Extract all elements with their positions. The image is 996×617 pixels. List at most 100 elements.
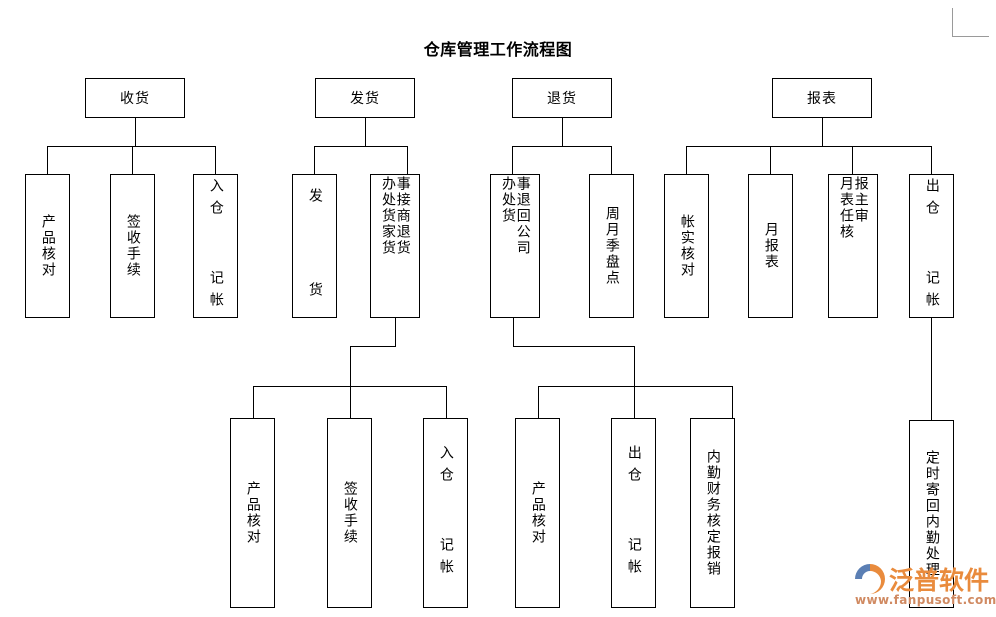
edge-reports-drop-2 bbox=[770, 146, 771, 174]
edge-receiving-drop-1 bbox=[47, 146, 48, 174]
vertical-text: 月报表 bbox=[749, 175, 792, 317]
node-finance-approval-reimbursement[interactable]: 内勤财务核定报销 bbox=[690, 418, 735, 608]
node-periodic-stocktake[interactable]: 周月季盘点 bbox=[589, 174, 634, 318]
node-handle-merchant-return[interactable]: 事接商退货 办处货家货 bbox=[370, 174, 420, 318]
node-receiving-label: 收货 bbox=[120, 91, 150, 107]
edge-merchant-return-drop-1 bbox=[253, 386, 254, 418]
vertical-text: 事接商退货 办处货家货 bbox=[371, 174, 419, 318]
edge-receiving-drop-2 bbox=[132, 146, 133, 174]
edge-receiving-drop-3 bbox=[215, 146, 216, 174]
node-storein-receiving-label: 入仓 记帐 bbox=[207, 178, 224, 314]
edge-reports-bar bbox=[686, 146, 931, 147]
vertical-text: 签收手续 bbox=[111, 175, 154, 317]
node-account-reconcile-label: 帐实核对 bbox=[678, 214, 695, 278]
watermark-url: www.fanpusoft.com bbox=[855, 593, 996, 607]
node-monthly-report[interactable]: 月报表 bbox=[748, 174, 793, 318]
edge-return-company-stem bbox=[513, 318, 514, 346]
watermark-logo: 泛普软件 www.fanpusoft.com bbox=[853, 560, 996, 612]
vertical-text: 内勤财务核定报销 bbox=[691, 419, 734, 607]
edge-shipping-stem bbox=[365, 118, 366, 146]
fanpu-logo-icon bbox=[855, 564, 885, 594]
node-product-check-return-company[interactable]: 产品核对 bbox=[515, 418, 560, 608]
vertical-text: 报主审 月表任核 bbox=[829, 174, 877, 318]
edge-reports-stem bbox=[822, 118, 823, 146]
node-reports-label: 报表 bbox=[807, 91, 837, 107]
edge-returns-drop-1 bbox=[512, 146, 513, 174]
node-storein-merchant-return[interactable]: 入仓 记帐 bbox=[423, 418, 468, 608]
node-finance-approval-reimbursement-label: 内勤财务核定报销 bbox=[704, 449, 721, 577]
vertical-text: 事退回公司 办处货 bbox=[491, 174, 539, 318]
vertical-text: 发 货 bbox=[293, 175, 336, 317]
node-product-check-return-company-label: 产品核对 bbox=[529, 481, 546, 545]
edge-receiving-stem bbox=[135, 118, 136, 146]
node-mail-back-to-office-label: 定时寄回内勤处理 bbox=[923, 450, 940, 578]
node-director-review[interactable]: 报主审 月表任核 bbox=[828, 174, 878, 318]
node-ship-out[interactable]: 发 货 bbox=[292, 174, 337, 318]
node-returns[interactable]: 退货 bbox=[512, 78, 612, 118]
node-handle-return-to-company-label-left: 办处货 bbox=[500, 176, 516, 224]
node-storeout-return-company[interactable]: 出仓 记帐 bbox=[611, 418, 656, 608]
edge-reports-drop-3 bbox=[852, 146, 853, 174]
node-signoff-receiving-label: 签收手续 bbox=[124, 214, 141, 278]
node-signoff-merchant-return[interactable]: 签收手续 bbox=[327, 418, 372, 608]
edge-reports-drop-4 bbox=[931, 146, 932, 174]
edge-returns-bar bbox=[512, 146, 612, 147]
edge-merchant-return-drop bbox=[350, 346, 351, 386]
edge-reports-drop-1 bbox=[686, 146, 687, 174]
vertical-text: 签收手续 bbox=[328, 419, 371, 607]
node-signoff-merchant-return-label: 签收手续 bbox=[341, 481, 358, 545]
node-handle-return-to-company[interactable]: 事退回公司 办处货 bbox=[490, 174, 540, 318]
node-storeout-reports-label: 出仓 记帐 bbox=[923, 178, 940, 314]
edge-return-company-drop-3 bbox=[732, 386, 733, 418]
edge-return-company-drop-2 bbox=[634, 386, 635, 418]
edge-merchant-return-drop-3 bbox=[446, 386, 447, 418]
watermark-brand: 泛普软件 bbox=[889, 566, 990, 595]
edge-receiving-bar bbox=[47, 146, 215, 147]
node-monthly-report-label: 月报表 bbox=[762, 222, 779, 270]
vertical-text: 帐实核对 bbox=[665, 175, 708, 317]
edge-shipping-drop-1 bbox=[314, 146, 315, 174]
edge-shipping-bar bbox=[314, 146, 408, 147]
edge-return-company-jog bbox=[513, 346, 635, 347]
vertical-text: 入仓 记帐 bbox=[194, 175, 237, 317]
node-receiving[interactable]: 收货 bbox=[85, 78, 185, 118]
vertical-text: 入仓 记帐 bbox=[424, 419, 467, 607]
edge-return-company-bar bbox=[538, 386, 733, 387]
node-handle-merchant-return-label-right: 事接商退货 bbox=[394, 176, 411, 256]
node-product-check-merchant-return[interactable]: 产品核对 bbox=[230, 418, 275, 608]
edge-merchant-return-jog bbox=[350, 346, 396, 347]
node-director-review-label-left: 月表任核 bbox=[838, 176, 854, 240]
node-director-review-label-right: 报主审 bbox=[852, 176, 869, 224]
node-storeout-reports[interactable]: 出仓 记帐 bbox=[909, 174, 954, 318]
node-account-reconcile[interactable]: 帐实核对 bbox=[664, 174, 709, 318]
vertical-text: 产品核对 bbox=[231, 419, 274, 607]
node-mail-back-to-office[interactable]: 定时寄回内勤处理 bbox=[909, 420, 954, 608]
vertical-text: 定时寄回内勤处理 bbox=[910, 421, 953, 607]
node-shipping-label: 发货 bbox=[350, 91, 380, 107]
edge-merchant-return-stem bbox=[395, 318, 396, 346]
vertical-text: 产品核对 bbox=[516, 419, 559, 607]
edge-shipping-drop-2 bbox=[407, 146, 408, 174]
edge-return-company-drop-1 bbox=[538, 386, 539, 418]
edge-merchant-return-drop-2 bbox=[350, 386, 351, 418]
vertical-text: 出仓 记帐 bbox=[612, 419, 655, 607]
vertical-text: 产品核对 bbox=[26, 175, 69, 317]
edge-returns-stem bbox=[562, 118, 563, 146]
node-storein-merchant-return-label: 入仓 记帐 bbox=[437, 445, 454, 581]
edge-returns-drop-2 bbox=[611, 146, 612, 174]
crop-mark bbox=[952, 8, 989, 37]
node-handle-merchant-return-label-left: 办处货家货 bbox=[380, 176, 396, 256]
node-storein-receiving[interactable]: 入仓 记帐 bbox=[193, 174, 238, 318]
node-storeout-return-company-label: 出仓 记帐 bbox=[625, 445, 642, 581]
node-shipping[interactable]: 发货 bbox=[315, 78, 415, 118]
edge-return-company-drop bbox=[634, 346, 635, 386]
node-signoff-receiving[interactable]: 签收手续 bbox=[110, 174, 155, 318]
node-returns-label: 退货 bbox=[547, 91, 577, 107]
node-product-check-receiving[interactable]: 产品核对 bbox=[25, 174, 70, 318]
node-ship-out-label: 发 货 bbox=[306, 188, 323, 304]
node-reports[interactable]: 报表 bbox=[772, 78, 872, 118]
node-periodic-stocktake-label: 周月季盘点 bbox=[603, 206, 620, 286]
node-product-check-merchant-return-label: 产品核对 bbox=[244, 481, 261, 545]
node-handle-return-to-company-label-right: 事退回公司 bbox=[514, 176, 531, 256]
